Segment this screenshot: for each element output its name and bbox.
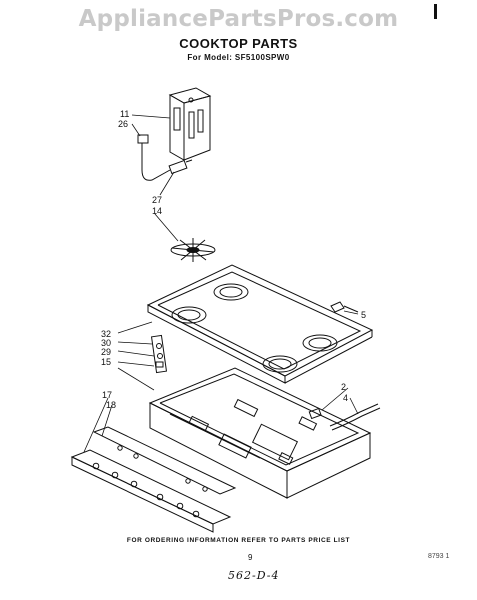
control-panel-parts-17-18 xyxy=(70,426,237,533)
corner-mark xyxy=(434,4,437,19)
valve-assembly-parts-32-30-29-15 xyxy=(150,334,168,374)
gas-tube-parts-2-4 xyxy=(308,403,381,431)
callout-4: 4 xyxy=(343,393,348,403)
callout-14: 14 xyxy=(152,206,162,216)
burner-box xyxy=(148,367,372,499)
callout-labels: 11 26 27 14 5 32 30 29 15 2 4 17 18 xyxy=(101,109,366,410)
ordering-note: FOR ORDERING INFORMATION REFER TO PARTS … xyxy=(126,537,351,544)
callout-30: 30 xyxy=(101,338,111,348)
callout-18: 18 xyxy=(106,400,116,410)
handwritten-note: 562-D-4 xyxy=(228,569,280,582)
page-title: COOKTOP PARTS xyxy=(179,36,298,51)
callout-29: 29 xyxy=(101,347,111,357)
callout-27: 27 xyxy=(152,195,162,205)
clip-part-5 xyxy=(330,301,359,313)
callout-15: 15 xyxy=(101,357,111,367)
callout-17: 17 xyxy=(102,390,112,400)
igniter-wire-part-27 xyxy=(137,134,193,181)
callout-11: 11 xyxy=(120,109,129,119)
page-number: 9 xyxy=(248,553,253,562)
callout-2: 2 xyxy=(341,382,346,392)
valve-bracket-part-11 xyxy=(168,87,212,161)
cooktop-top-panel xyxy=(146,264,374,384)
callout-5: 5 xyxy=(361,310,366,320)
model-line: For Model: SF5100SPW0 xyxy=(187,53,290,62)
corner-code: 8793 1 xyxy=(428,553,450,560)
leader-lines xyxy=(83,114,359,453)
callout-26: 26 xyxy=(118,119,128,129)
callout-32: 32 xyxy=(101,329,111,339)
watermark: AppliancePartsPros.com xyxy=(78,6,399,32)
burner-spider-part-14 xyxy=(170,238,216,262)
